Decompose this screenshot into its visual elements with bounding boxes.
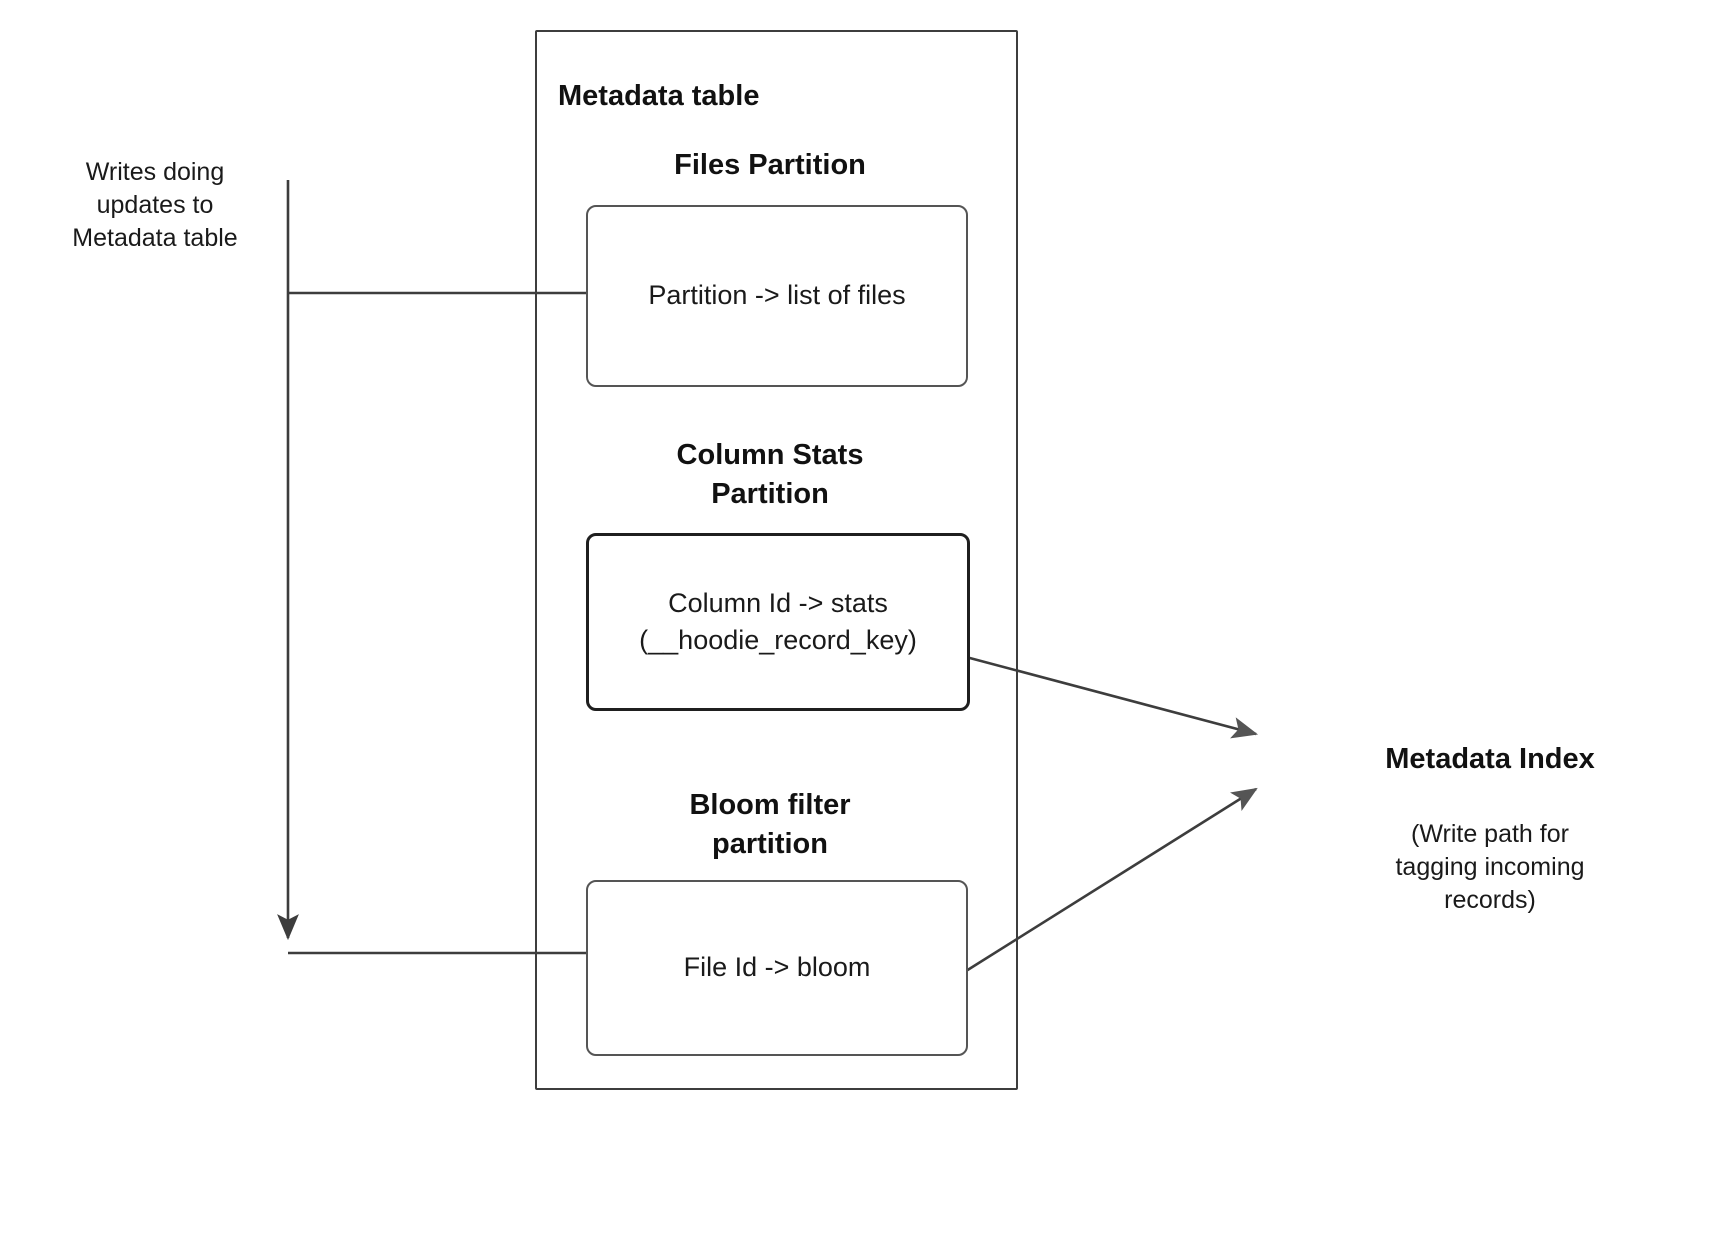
metadata-table-title: Metadata table: [558, 80, 760, 112]
bloom-filter-partition-box-text: File Id -> bloom: [683, 952, 871, 983]
column-stats-partition-box-text: Column Id -> stats (__hoodie_record_key): [639, 587, 917, 655]
files-partition-box-text: Partition -> list of files: [648, 280, 906, 311]
files-partition-box: Partition -> list of files: [586, 205, 968, 387]
metadata-table-container: [535, 30, 1018, 1090]
bloom-filter-partition-box: File Id -> bloom: [586, 880, 968, 1056]
files-partition-heading: Files Partition: [674, 149, 866, 181]
metadata-index-title: Metadata Index: [1385, 743, 1595, 775]
column-stats-partition-box: Column Id -> stats (__hoodie_record_key): [586, 533, 970, 711]
writes-updates-note: Writes doing updates to Metadata table: [72, 158, 238, 252]
metadata-index-caption: (Write path for tagging incoming records…: [1395, 820, 1585, 914]
bloom-filter-partition-heading: Bloom filter partition: [689, 789, 851, 860]
column-stats-partition-heading: Column Stats Partition: [676, 439, 864, 510]
